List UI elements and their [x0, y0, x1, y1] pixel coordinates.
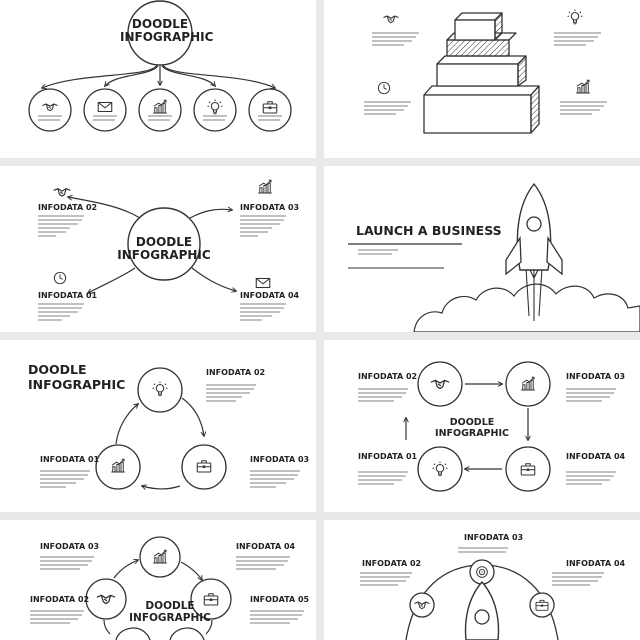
- slide-5-title: DOODLE INFOGRAPHIC: [28, 362, 126, 392]
- infodata-label: INFODATA 02: [206, 368, 266, 377]
- lightbulb-icon: [566, 8, 584, 25]
- slide-7-diagram: [30, 536, 304, 640]
- handshake-icon: [53, 188, 71, 197]
- slide-4[interactable]: LAUNCH A BUSINESS: [324, 166, 640, 332]
- infodata-label: INFODATA 02: [30, 595, 90, 604]
- bar-chart-icon: [520, 376, 536, 391]
- infodata-label: INFODATA 03: [566, 372, 626, 381]
- infodata-label: INFODATA 03: [240, 203, 300, 212]
- infodata-label: INFODATA 03: [464, 533, 524, 542]
- bar-chart-icon: [257, 179, 273, 194]
- infodata-label: INFODATA 04: [240, 291, 300, 300]
- slide-8-diagram: [360, 547, 604, 640]
- slide-3[interactable]: DOODLE INFOGRAPHIC INFODATA 02 INFODATA …: [0, 166, 316, 332]
- briefcase-icon: [520, 463, 536, 476]
- slide-6-diagram: [358, 361, 616, 492]
- slide-5[interactable]: DOODLE INFOGRAPHIC INFODATA 02 INFODATA …: [0, 340, 316, 512]
- slide-6-title: DOODLE INFOGRAPHIC: [435, 417, 509, 439]
- envelope-icon: [255, 277, 271, 289]
- slide-3-diagram: [38, 179, 286, 321]
- slide-4-title: LAUNCH A BUSINESS: [356, 223, 502, 238]
- handshake-icon: [41, 103, 59, 112]
- envelope-icon: [97, 101, 113, 113]
- handshake-icon: [382, 15, 400, 24]
- bar-chart-icon: [152, 99, 168, 114]
- lightbulb-icon: [151, 380, 169, 397]
- slide-1-diagram: [28, 0, 292, 132]
- briefcase-icon: [196, 460, 212, 473]
- slide-4-diagram: [348, 182, 640, 332]
- bar-chart-icon: [152, 549, 168, 564]
- infodata-label: INFODATA 01: [38, 291, 98, 300]
- slide-6[interactable]: DOODLE INFOGRAPHIC INFODATA 02 INFODATA …: [324, 340, 640, 512]
- clock-icon: [53, 271, 67, 285]
- infodata-label: INFODATA 04: [236, 542, 296, 551]
- infodata-label: INFODATA 01: [40, 455, 100, 464]
- handshake-icon: [96, 594, 116, 605]
- bar-chart-icon: [575, 79, 591, 94]
- slide-8[interactable]: INFODATA 03 INFODATA 02 INFODATA 04: [324, 520, 640, 640]
- infodata-label: INFODATA 04: [566, 559, 626, 568]
- bar-chart-icon: [110, 458, 126, 473]
- slide-7-title: DOODLE INFOGRAPHIC: [129, 600, 211, 624]
- slide-7[interactable]: DOODLE INFOGRAPHIC INFODATA 03 INFODATA …: [0, 520, 316, 640]
- slide-3-title: DOODLE INFOGRAPHIC: [117, 235, 211, 262]
- clock-icon: [377, 81, 391, 95]
- infodata-label: INFODATA 02: [362, 559, 422, 568]
- lightbulb-icon: [431, 460, 449, 477]
- slide-1-title: DOODLE INFOGRAPHIC: [120, 17, 214, 44]
- rocket-icon: [464, 580, 500, 640]
- slide-5-diagram: [40, 367, 300, 512]
- briefcase-icon: [262, 101, 278, 114]
- handshake-icon: [430, 379, 450, 390]
- slide-2[interactable]: [324, 0, 640, 158]
- infodata-label: INFODATA 03: [40, 542, 100, 551]
- lightbulb-icon: [206, 98, 224, 115]
- infodata-label: INFODATA 02: [38, 203, 98, 212]
- slide-1[interactable]: DOODLE INFOGRAPHIC: [0, 0, 316, 158]
- infodata-label: INFODATA 05: [250, 595, 310, 604]
- infodata-label: INFODATA 02: [358, 372, 418, 381]
- slide-2-diagram: [364, 8, 607, 134]
- infodata-label: INFODATA 04: [566, 452, 626, 461]
- infodata-label: INFODATA 01: [358, 452, 418, 461]
- infodata-label: INFODATA 03: [250, 455, 310, 464]
